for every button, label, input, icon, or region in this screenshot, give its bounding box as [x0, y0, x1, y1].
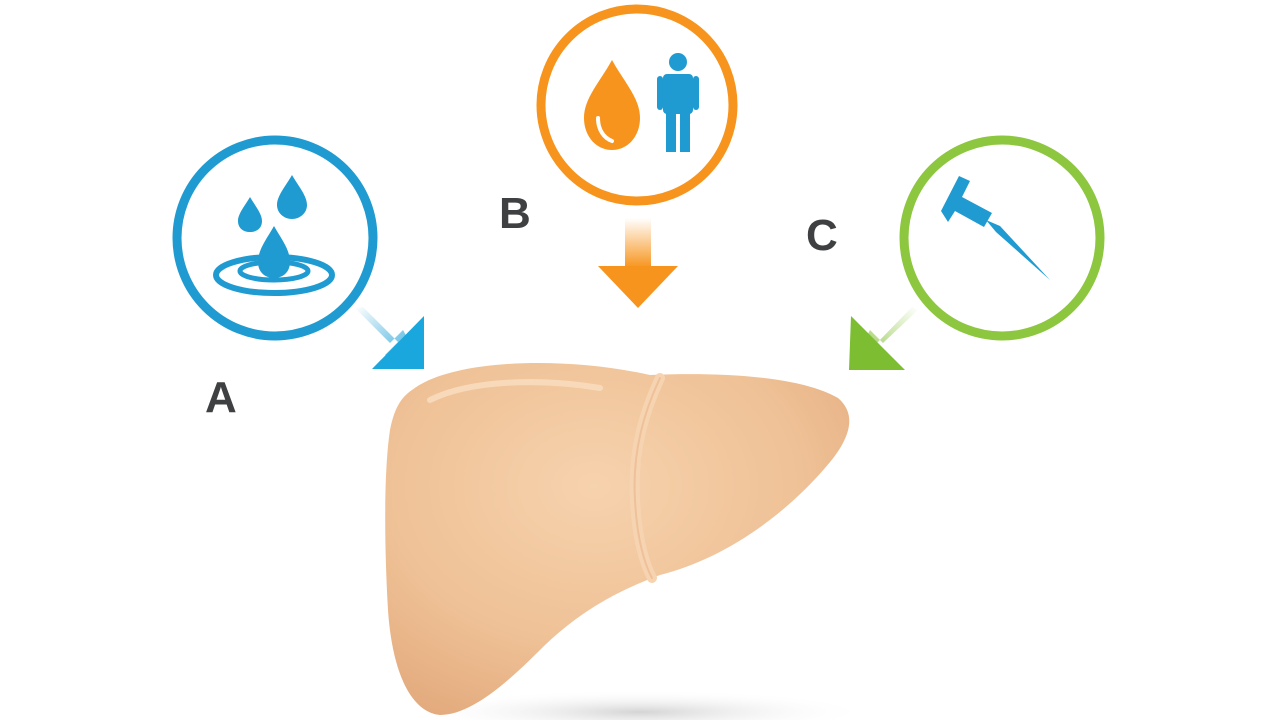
label-a: A [205, 373, 237, 422]
arrow-a [355, 307, 424, 369]
liver-illustration [385, 363, 850, 715]
arrow-b [598, 218, 678, 308]
blood-drop-person-icon [584, 53, 699, 152]
circle-a [172, 135, 378, 341]
liver-shadow [410, 690, 870, 720]
needle-syringe-icon [941, 176, 1050, 280]
label-b: B [499, 189, 531, 238]
circle-c [899, 135, 1105, 341]
circle-b [536, 4, 738, 206]
water-drops-icon [213, 175, 335, 296]
label-c: C [806, 211, 838, 260]
arrow-c [849, 307, 918, 370]
